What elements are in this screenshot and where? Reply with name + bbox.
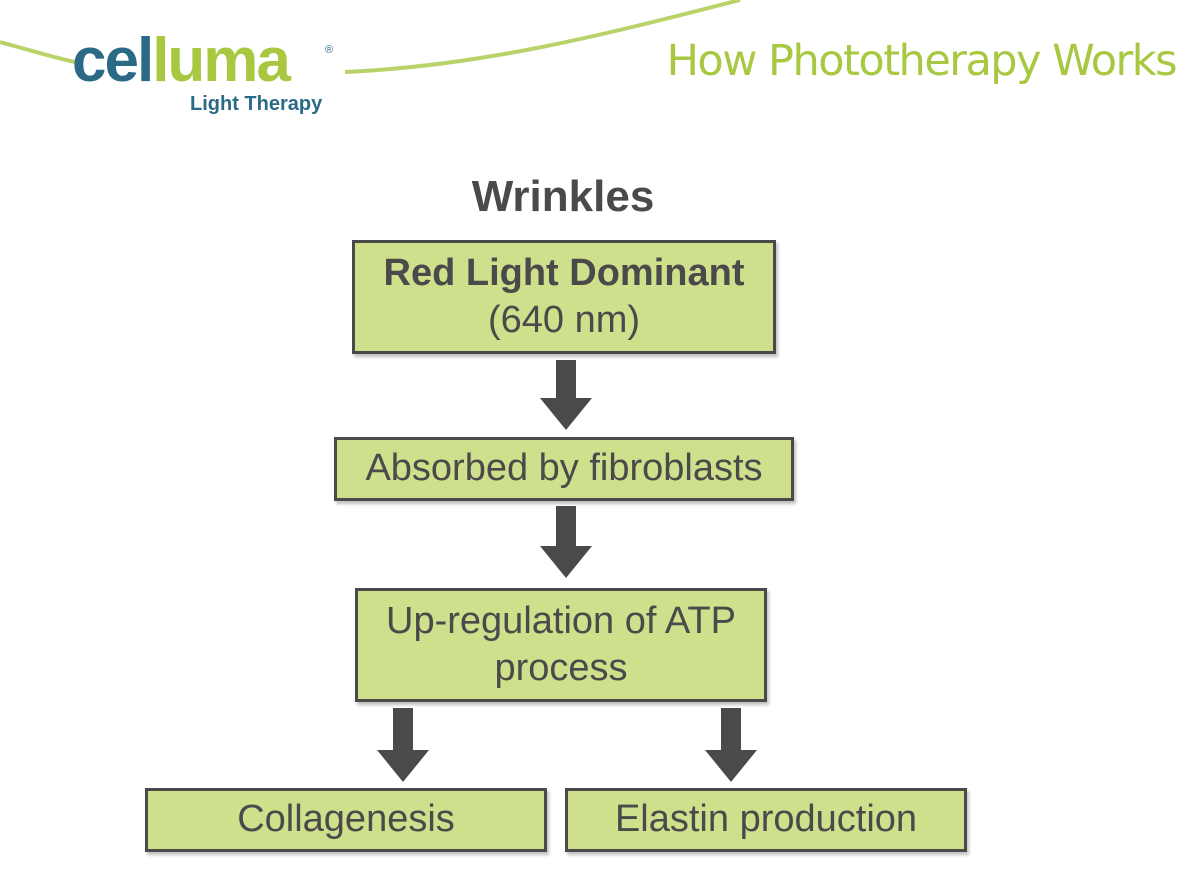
header-swoosh-line xyxy=(0,0,741,74)
slide-title: How Phototherapy Works xyxy=(666,36,1178,86)
node-elastin-label: Elastin production xyxy=(614,798,918,841)
logo-text-cel: cel xyxy=(72,26,154,95)
node-elastin-production: Elastin production xyxy=(565,788,967,852)
node-red-light-dominant: Red Light Dominant (640 nm) xyxy=(352,240,776,354)
node-red-light-title: Red Light Dominant xyxy=(383,251,745,294)
node-absorbed-label: Absorbed by fibroblasts xyxy=(365,447,763,490)
node-atp-line2: process xyxy=(494,647,628,689)
logo-text-luma: luma xyxy=(152,26,291,95)
registered-mark: ® xyxy=(325,44,334,56)
arrow-down-icon xyxy=(540,506,592,578)
arrow-down-icon xyxy=(377,708,429,782)
node-atp-upregulation: Up-regulation of ATP process xyxy=(355,588,767,702)
arrow-down-icon xyxy=(705,708,757,782)
node-collagenesis-label: Collagenesis xyxy=(237,798,455,841)
node-atp-line1: Up-regulation of ATP xyxy=(386,599,736,642)
arrow-down-icon xyxy=(540,360,592,430)
node-collagenesis: Collagenesis xyxy=(145,788,547,852)
node-absorbed-by-fibroblasts: Absorbed by fibroblasts xyxy=(334,437,794,501)
logo-subtitle: Light Therapy xyxy=(190,93,323,115)
diagram-title: Wrinkles xyxy=(471,172,655,221)
node-red-light-wavelength: (640 nm) xyxy=(487,299,641,341)
brand-logo: celluma xyxy=(72,30,291,92)
